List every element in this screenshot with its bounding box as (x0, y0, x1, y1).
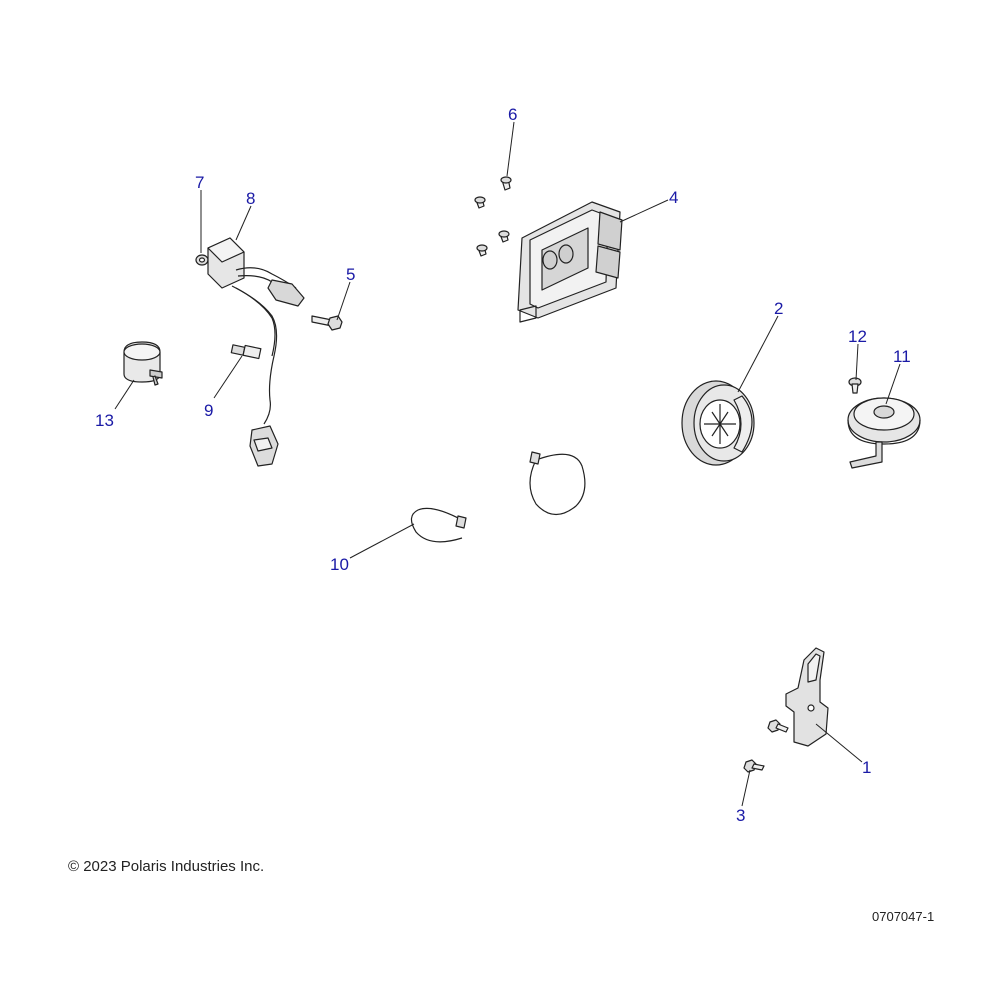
callout-11: 11 (893, 347, 911, 366)
callout-2: 2 (774, 299, 783, 318)
callout-13: 13 (95, 411, 114, 430)
part-4-ecu (517, 201, 623, 323)
callout-10: 10 (330, 555, 349, 574)
part-1-bracket (785, 647, 829, 747)
copyright-notice: © 2023 Polaris Industries Inc. (68, 858, 265, 875)
leader-lines (114, 121, 901, 807)
part-3-bolts (743, 719, 789, 773)
drawing-number: 0707047-1 (872, 909, 935, 924)
callout-8: 8 (246, 189, 255, 208)
part-10-cable-ties (410, 451, 586, 543)
callout-12: 12 (848, 327, 867, 346)
callout-3: 3 (736, 806, 745, 825)
part-2-grommet (681, 380, 755, 466)
part-5-bolt (311, 315, 343, 331)
callout-1: 1 (862, 758, 871, 777)
callout-9: 9 (204, 401, 213, 420)
callout-4: 4 (669, 188, 678, 207)
part-9-sensor (230, 344, 262, 360)
part-11-horn (847, 397, 921, 469)
callouts: 7 8 5 6 4 2 12 11 13 9 10 1 3 (95, 105, 911, 825)
callout-6: 6 (508, 105, 517, 124)
part-7-nut (195, 254, 209, 266)
part-8-harness (207, 237, 305, 467)
part-12-screw (848, 377, 862, 394)
part-13-flasher (123, 341, 163, 386)
callout-5: 5 (346, 265, 355, 284)
part-6-screws (474, 176, 512, 257)
callout-7: 7 (195, 173, 204, 192)
